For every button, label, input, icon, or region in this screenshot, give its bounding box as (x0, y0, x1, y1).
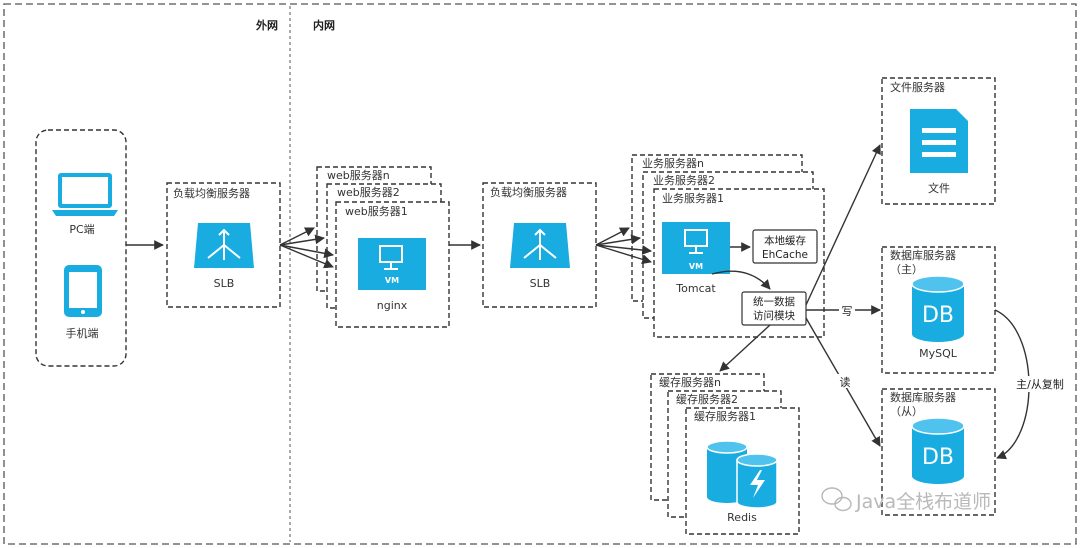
lb1-to-web-extra-arrow (279, 244, 334, 269)
replication-label: 主/从复制 (1016, 377, 1064, 391)
mobile-icon (64, 265, 102, 317)
outer-frame (3, 3, 1077, 545)
biz-server-2-title: 业务服务器2 (653, 174, 715, 187)
write-label-bg (839, 303, 855, 317)
file-server-title: 文件服务器 (890, 80, 945, 94)
local-cache-box (752, 229, 818, 264)
zone-external-label: 外网 (255, 18, 278, 32)
client-group (35, 129, 127, 367)
lb2-to-biz-2-arrow (595, 234, 641, 246)
database-icon: DB (911, 275, 965, 342)
vm-icon: VM (358, 238, 426, 290)
redis-icon (706, 440, 778, 509)
cache-server-label: Redis (727, 511, 757, 524)
watermark-text: Java全栈布道师 (855, 491, 991, 513)
pc-client-label: PC端 (69, 223, 94, 236)
dal-to-file-arrow (805, 144, 881, 306)
lb2-to-biz-extra-arrow (595, 244, 652, 265)
biz-vm-label: VM (689, 262, 703, 271)
lb2-to-biz-n-arrow (595, 227, 630, 246)
db-slave-icon-text: DB (922, 445, 954, 470)
db-master-label: MySQL (919, 347, 958, 360)
lb2-title: 负载均衡服务器 (490, 185, 567, 199)
web-server-n-title: web服务器n (327, 169, 390, 182)
lb1-title: 负载均衡服务器 (173, 186, 250, 200)
laptop-icon (52, 173, 118, 216)
db-master-title-1: 数据库服务器 (890, 248, 956, 262)
data-access-label-2: 访问模块 (753, 309, 795, 322)
local-cache-label-1: 本地缓存 (764, 234, 806, 247)
connections (126, 144, 1030, 460)
db-slave-title-2: （从） (890, 405, 923, 418)
cache-server-stack: 缓存服务器n 缓存服务器2 缓存服务器1 Redis (650, 373, 800, 535)
replication-label-bg (1010, 376, 1068, 392)
wechat-icon (821, 487, 852, 512)
file-server-label: 文件 (928, 181, 950, 195)
business-server-stack: 业务服务器n 业务服务器2 业务服务器1 VM Tomcat 本地缓存 EhCa… (631, 154, 825, 338)
dal-to-redis-arrow (719, 324, 771, 372)
data-access-module-box (741, 291, 807, 326)
zone-internal-label: 内网 (313, 18, 335, 32)
lb2-to-biz-1-arrow (595, 244, 652, 255)
lb1-to-web-2-arrow (279, 234, 325, 246)
db-master-icon-text: DB (922, 303, 954, 328)
cache-server-2-title: 缓存服务器2 (676, 392, 738, 406)
mobile-client-label: 手机端 (66, 326, 99, 340)
biz-server-label: Tomcat (675, 282, 716, 295)
database-icon: DB (911, 417, 965, 484)
web-server-label: nginx (377, 299, 408, 312)
cache-server-n-title: 缓存服务器n (659, 375, 721, 389)
db-master-title-2: （主） (890, 263, 923, 276)
db-slave-title-1: 数据库服务器 (890, 390, 956, 404)
web-server-1-title: web服务器1 (345, 205, 408, 218)
web-server-2-title: web服务器2 (337, 186, 400, 199)
file-icon (910, 109, 968, 173)
read-label: 读 (840, 375, 851, 389)
lb2-label: SLB (530, 277, 551, 290)
cache-server-1-title: 缓存服务器1 (694, 409, 756, 423)
local-cache-label-2: EhCache (762, 249, 808, 261)
slb-icon (510, 223, 570, 268)
biz-server-1-title: 业务服务器1 (662, 192, 724, 205)
lb1-label: SLB (214, 277, 235, 290)
read-label-bg (837, 374, 853, 388)
write-label: 写 (842, 305, 853, 318)
tomcat-to-dal-arrow (711, 270, 771, 290)
slb-icon (194, 223, 254, 268)
data-access-label-1: 统一数据 (753, 295, 795, 308)
lb1-to-web-1-arrow (279, 244, 334, 259)
vm-icon: VM (662, 222, 730, 274)
lb1-to-web-n-arrow (279, 227, 315, 246)
web-vm-label: VM (385, 276, 399, 285)
web-server-stack: web服务器n web服务器2 web服务器1 VM nginx (316, 166, 450, 328)
biz-server-n-title: 业务服务器n (642, 157, 704, 170)
